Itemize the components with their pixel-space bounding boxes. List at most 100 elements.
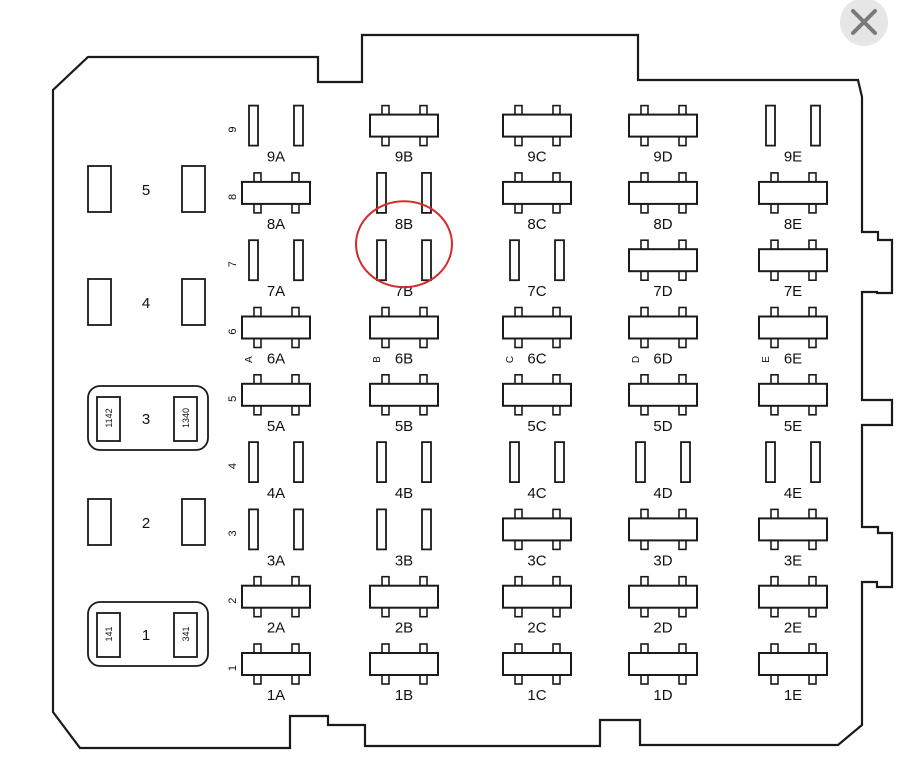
relay-2[interactable]: 2 [87, 498, 206, 546]
row-number-label: 9 [227, 127, 239, 133]
row-number-label: 1 [227, 665, 239, 671]
relay-number: 4 [142, 295, 150, 312]
fuse-label: 8B [395, 216, 413, 233]
fuse-9e[interactable]: 9E [765, 104, 821, 166]
fuse-label: 6B [395, 351, 413, 368]
fuse-label: 4A [267, 485, 285, 502]
fuse-4c[interactable]: 4C [509, 441, 565, 502]
fuse-label: 6E [784, 351, 802, 368]
fuse-label: 1C [527, 687, 546, 704]
fuse-4b[interactable]: 4B [376, 441, 432, 502]
fuse-label: 3C [527, 552, 546, 569]
relay-5[interactable]: 5 [87, 165, 206, 213]
fuse-label: 9D [653, 149, 672, 166]
fuse-7e[interactable]: 7E [758, 239, 828, 300]
fuse-8b[interactable]: 8B [376, 171, 432, 233]
fuse-3e[interactable]: 3E [758, 508, 828, 569]
fuse-label: 9E [784, 149, 802, 166]
column-letter-label: E [761, 356, 772, 363]
fuse-label: 4D [653, 485, 672, 502]
fuse-1b[interactable]: 1B [369, 643, 439, 704]
row-number-label: 4 [227, 463, 239, 469]
fuse-4d[interactable]: 4D [635, 441, 691, 502]
relay-4[interactable]: 4 [87, 278, 206, 326]
fuse-label: 2D [653, 620, 672, 637]
fuse-label: 1A [267, 687, 285, 704]
fuse-label: 4E [784, 485, 802, 502]
relay-code-right: 341 [181, 626, 191, 641]
fuse-2d[interactable]: 2D [628, 575, 698, 637]
fuse-7d[interactable]: 7D [628, 239, 698, 300]
fuse-9c[interactable]: 9C [502, 104, 572, 166]
fuse-8c[interactable]: 8C [502, 172, 572, 233]
fuse-8a[interactable]: 8A [241, 172, 311, 233]
fuse-8d[interactable]: 8D [628, 172, 698, 233]
fuse-3c[interactable]: 3C [502, 508, 572, 569]
fuse-1c[interactable]: 1C [502, 643, 572, 704]
fuse-7c[interactable]: 7C [509, 239, 565, 300]
fuse-9b[interactable]: 9B [369, 104, 439, 166]
fuse-label: 8A [267, 216, 285, 233]
fuse-1d[interactable]: 1D [628, 643, 698, 704]
fuse-label: 3E [784, 552, 802, 569]
fuse-1a[interactable]: 1A [241, 643, 311, 704]
fuse-4e[interactable]: 4E [765, 441, 821, 502]
fuse-4a[interactable]: 4A [248, 441, 304, 502]
fuse-label: 9A [267, 149, 285, 166]
fuse-label: 8C [527, 216, 546, 233]
fuse-grid: 1A2A3A4A5A6A7A8A9AA1B2B3B4B5B6B7B8B9BB1C… [241, 104, 828, 704]
fuse-1e[interactable]: 1E [758, 643, 828, 704]
fuse-label: 7B [395, 283, 413, 300]
fuse-7a[interactable]: 7A [248, 239, 304, 300]
fuse-6d[interactable]: 6D [628, 306, 698, 368]
fuse-7b[interactable]: 7B [376, 239, 432, 300]
fuse-label: 7D [653, 283, 672, 300]
fuse-label: 1E [784, 687, 802, 704]
fuse-5c[interactable]: 5C [502, 373, 572, 435]
fuse-label: 1B [395, 687, 413, 704]
highlight-layer [355, 200, 453, 289]
fuse-label: 2C [527, 620, 546, 637]
fuse-6a[interactable]: 6A [241, 306, 311, 368]
column-letter-label: D [631, 356, 642, 363]
fuse-label: 2E [784, 620, 802, 637]
fuse-9d[interactable]: 9D [628, 104, 698, 166]
row-number-label: 3 [227, 530, 239, 536]
relay-code-left: 1142 [104, 408, 114, 427]
fuse-label: 7E [784, 283, 802, 300]
row-number-label: 7 [227, 261, 239, 267]
fuse-2b[interactable]: 2B [369, 575, 439, 637]
fuse-label: 3D [653, 552, 672, 569]
fuse-5b[interactable]: 5B [369, 373, 439, 435]
fuse-label: 6C [527, 351, 546, 368]
fuse-3a[interactable]: 3A [248, 508, 304, 569]
fuse-6c[interactable]: 6C [502, 306, 572, 368]
relay-number: 2 [142, 515, 150, 532]
fuse-2a[interactable]: 2A [241, 575, 311, 637]
relay-number: 1 [142, 627, 150, 644]
fuse-label: 2B [395, 620, 413, 637]
fuse-label: 1D [653, 687, 672, 704]
fuse-5e[interactable]: 5E [758, 373, 828, 435]
fuse-3b[interactable]: 3B [376, 508, 432, 569]
fuse-3d[interactable]: 3D [628, 508, 698, 569]
fuse-2c[interactable]: 2C [502, 575, 572, 637]
fuse-9a[interactable]: 9A [248, 104, 304, 166]
fuse-label: 5A [267, 418, 285, 435]
fuse-5a[interactable]: 5A [241, 373, 311, 435]
fuse-5d[interactable]: 5D [628, 373, 698, 435]
column-letter-label: C [505, 356, 516, 363]
close-button[interactable] [834, 0, 892, 48]
row-number-label: 8 [227, 194, 239, 200]
fuse-6e[interactable]: 6E [758, 306, 828, 368]
relay-number: 3 [142, 411, 150, 428]
relay-number: 5 [142, 182, 150, 199]
fuse-8e[interactable]: 8E [758, 172, 828, 233]
fuse-6b[interactable]: 6B [369, 306, 439, 368]
fuse-label: 3B [395, 552, 413, 569]
fuse-2e[interactable]: 2E [758, 575, 828, 637]
